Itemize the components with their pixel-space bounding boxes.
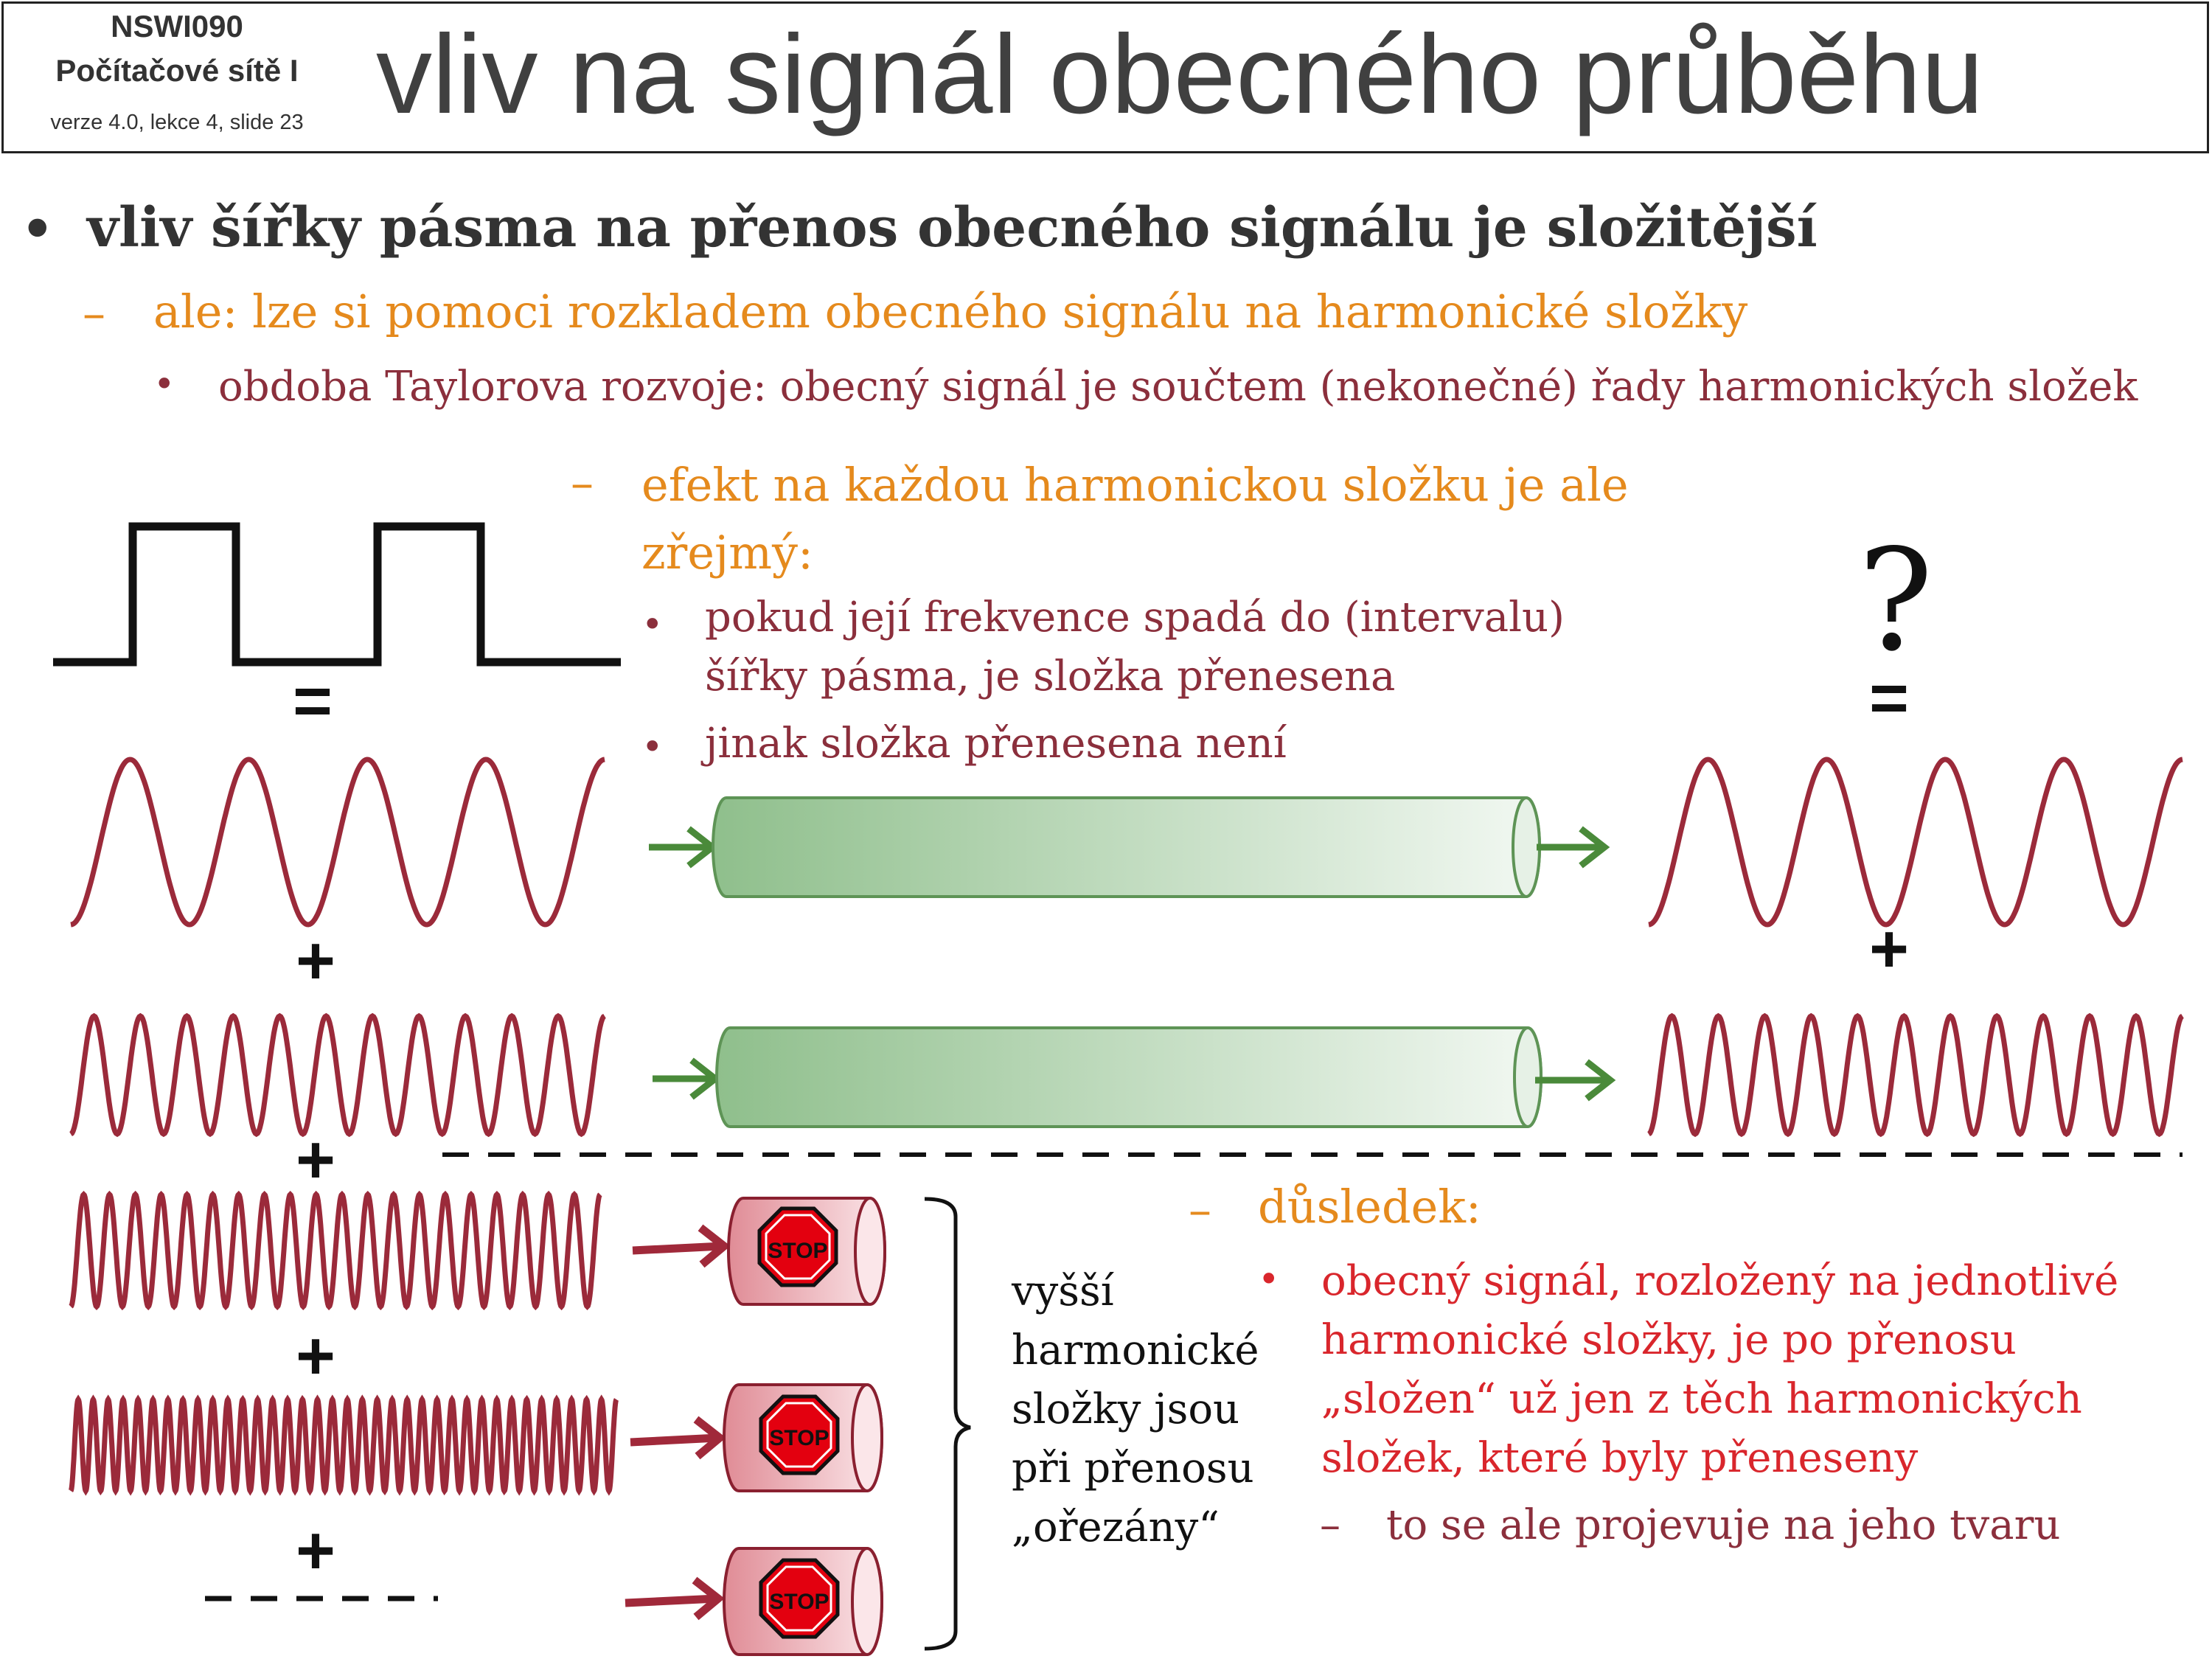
bullet-marker: •	[19, 193, 56, 265]
equals-sign: =	[293, 664, 333, 739]
slide-title: vliv na signál obecného průběhu	[376, 12, 1984, 137]
stop-sign-label: STOP	[768, 1239, 827, 1263]
blocked-pipe-3	[625, 1547, 883, 1656]
received-wave-1	[1648, 757, 2183, 928]
course-code: NSWI090	[111, 9, 243, 44]
effect-bullet-transmitted: pokud její frekvence spadá do (intervalu…	[705, 594, 1565, 700]
harmonic-wave-4	[69, 1394, 619, 1496]
course-name: Počítačové sítě I	[55, 53, 299, 88]
blocked-pipe-2	[630, 1383, 883, 1492]
result-bullet: obecný signál, rozložený na jednotlivé h…	[1321, 1257, 2119, 1482]
square-wave	[53, 522, 621, 667]
plus-sign: +	[296, 1122, 335, 1197]
bullet-marker: •	[153, 363, 175, 406]
effect-bullet-not-transmitted: jinak složka přenesena není	[705, 720, 1287, 768]
harmonic-wave-2	[69, 1012, 606, 1138]
harmonic-wave-3	[69, 1190, 602, 1311]
effect-text: efekt na každou harmonickou složku je al…	[641, 458, 1629, 580]
plus-sign: +	[296, 1318, 335, 1394]
bullet-marker: •	[641, 603, 664, 646]
dash-marker: –	[1189, 1183, 1211, 1237]
stop-sign-label: STOP	[769, 1590, 829, 1614]
truncated-harmonics-note: vyšší harmonické složky jsou při přenosu…	[1012, 1267, 1259, 1551]
plus-sign: +	[296, 923, 335, 998]
blocked-pipe-1	[632, 1197, 886, 1306]
stop-sign-label: STOP	[769, 1426, 829, 1450]
bullet-level1: vliv šířky pásma na přenos obecného sign…	[87, 196, 1818, 260]
question-mark: ?	[1858, 519, 1933, 682]
dash-marker: –	[83, 286, 105, 340]
plus-sign: +	[296, 1513, 335, 1588]
bullet-marker: •	[641, 726, 664, 768]
plus-sign: +	[1869, 911, 1909, 987]
curly-brace	[924, 1197, 971, 1651]
bullet-level3: obdoba Taylorova rozvoje: obecný signál …	[218, 363, 2138, 411]
result-heading: důsledek:	[1258, 1180, 1481, 1234]
dash-marker: –	[1320, 1501, 1340, 1549]
bullet-marker: •	[1258, 1258, 1280, 1301]
channel-pipe-2	[653, 1026, 1616, 1128]
bullet-level2: ale: lze si pomoci rozkladem obecného si…	[153, 285, 1748, 338]
equals-sign: =	[1869, 661, 1909, 736]
received-wave-2	[1647, 1012, 2184, 1138]
dash-marker: –	[571, 456, 594, 509]
result-sub-bullet: to se ale projevuje na jeho tvaru	[1386, 1501, 2061, 1549]
version-info: verze 4.0, lekce 4, slide 23	[50, 111, 304, 134]
title-bar	[1, 1, 2209, 153]
harmonic-wave-1	[70, 757, 605, 928]
channel-pipe-1	[649, 796, 1610, 898]
